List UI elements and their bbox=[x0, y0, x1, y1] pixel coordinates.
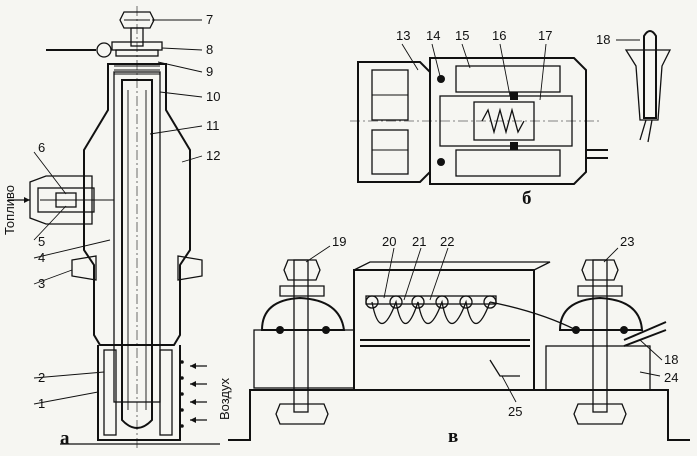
label-1: 1 bbox=[38, 396, 45, 411]
seal-top bbox=[437, 75, 445, 83]
label-17: 17 bbox=[538, 28, 552, 43]
leaders-a bbox=[33, 19, 203, 405]
label-12: 12 bbox=[206, 148, 220, 163]
port-lower bbox=[371, 129, 409, 175]
leaders-b bbox=[401, 43, 547, 101]
label-4: 4 bbox=[38, 250, 45, 265]
right-terminal bbox=[545, 259, 667, 425]
solenoid-housing bbox=[429, 57, 587, 185]
label-14: 14 bbox=[426, 28, 440, 43]
label-15: 15 bbox=[455, 28, 469, 43]
label-2: 2 bbox=[38, 370, 45, 385]
label-fuel: Топливо bbox=[2, 185, 17, 235]
label-11: 11 bbox=[206, 118, 220, 133]
label-16: 16 bbox=[492, 28, 506, 43]
label-19: 19 bbox=[332, 234, 346, 249]
label-18-top: 18 bbox=[596, 32, 610, 47]
label-10: 10 bbox=[206, 89, 220, 104]
label-25: 25 bbox=[508, 404, 522, 419]
coil-lower bbox=[455, 149, 561, 177]
view-label-b: б bbox=[522, 188, 532, 209]
label-13: 13 bbox=[396, 28, 410, 43]
spiral-right bbox=[159, 349, 173, 436]
heater-block bbox=[353, 269, 535, 391]
left-terminal bbox=[253, 259, 355, 425]
label-23: 23 bbox=[620, 234, 634, 249]
label-18-bottom: 18 bbox=[664, 352, 678, 367]
view-b-solenoid-valve: 13 14 15 16 17 б bbox=[350, 28, 608, 209]
label-7: 7 bbox=[206, 12, 213, 27]
heater-tube bbox=[121, 79, 153, 429]
label-8: 8 bbox=[206, 42, 213, 57]
label-21: 21 bbox=[412, 234, 426, 249]
lock-nut-left bbox=[71, 255, 97, 281]
lock-nut-right bbox=[177, 255, 203, 281]
spiral-left bbox=[103, 349, 117, 436]
label-5: 5 bbox=[38, 234, 45, 249]
air-arrows bbox=[190, 363, 207, 423]
label-air: Воздух bbox=[217, 377, 232, 420]
coil-upper bbox=[455, 65, 561, 93]
air-holes bbox=[180, 360, 184, 428]
label-3: 3 bbox=[38, 276, 45, 291]
wire-terminal bbox=[96, 42, 112, 58]
label-24: 24 bbox=[664, 370, 678, 385]
top-nut bbox=[119, 11, 155, 29]
view-label-a: а bbox=[60, 428, 70, 449]
label-22: 22 bbox=[440, 234, 454, 249]
fuel-inlet-fitting bbox=[29, 175, 114, 225]
plug-body bbox=[83, 63, 191, 346]
leaders-v bbox=[305, 245, 663, 403]
label-6: 6 bbox=[38, 140, 45, 155]
valve-body-left bbox=[357, 61, 431, 183]
seal-bottom bbox=[437, 158, 445, 166]
label-20: 20 bbox=[382, 234, 396, 249]
view-a-glow-plug: 7 8 9 10 11 12 6 5 4 3 2 1 Топливо Возду… bbox=[2, 6, 232, 449]
heating-coil bbox=[360, 295, 577, 347]
view-v-heater: 19 20 21 22 23 18 24 25 в bbox=[228, 234, 690, 447]
view-label-v: в bbox=[448, 426, 458, 447]
outer-shield bbox=[97, 345, 181, 441]
sensor-18: 18 bbox=[596, 30, 672, 143]
label-9: 9 bbox=[206, 64, 213, 79]
mount-plate bbox=[228, 389, 690, 441]
